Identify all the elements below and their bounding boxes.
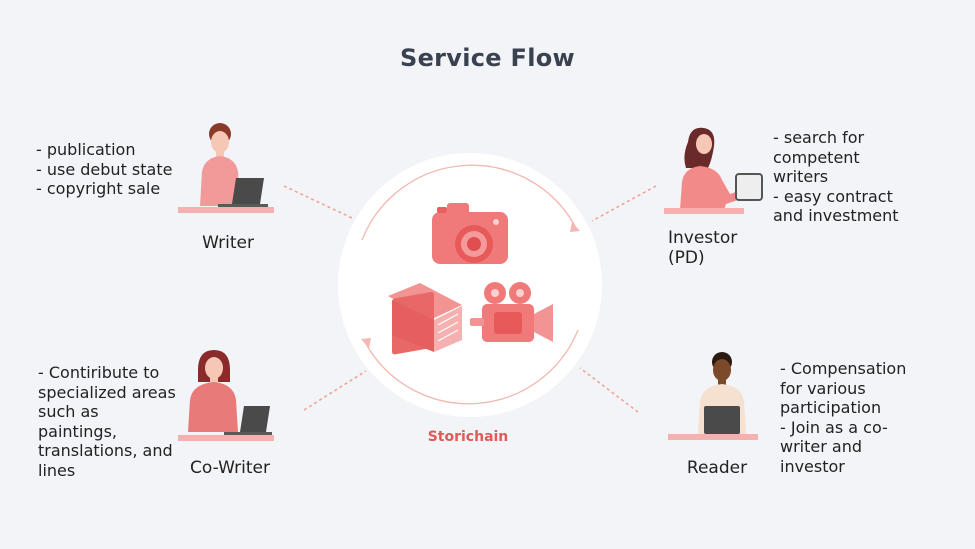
writer-note-1: - publication	[36, 140, 136, 159]
investor-label: Investor (PD)	[668, 228, 738, 268]
connector-reader	[579, 367, 639, 413]
camera-icon	[432, 203, 508, 264]
investor-note-1: - search for competent writers	[773, 128, 865, 186]
orbit-arc-bottom	[365, 329, 579, 405]
reader-notes: - Compensation for various participation…	[780, 359, 906, 476]
video-camera-icon	[470, 282, 553, 342]
reader-note-2: - Join as a co- writer and investor	[780, 417, 888, 476]
cowriter-notes: - Contiribute to specialized areas such …	[38, 363, 176, 480]
page-title: Service Flow	[399, 44, 575, 72]
connector-cowriter	[303, 370, 367, 411]
writer-note-3: - copyright sale	[36, 179, 161, 198]
hub-caption: Storichain	[427, 429, 509, 445]
arrowhead-right	[570, 222, 580, 232]
writer-label: Writer	[202, 233, 254, 253]
investor-illustration	[664, 127, 763, 214]
writer-illustration	[178, 123, 274, 213]
reader-note-1: - Compensation for various participation	[780, 359, 907, 417]
reader-label: Reader	[686, 458, 748, 478]
writer-notes: - publication - use debut state - copyri…	[36, 140, 172, 199]
arrowhead-left	[361, 338, 371, 348]
book-icon	[388, 283, 462, 355]
cowriter-label: Co-Writer	[190, 458, 270, 478]
investor-notes: - search for competent writers - easy co…	[773, 128, 899, 226]
connector-writer	[283, 185, 353, 219]
cowriter-illustration	[178, 350, 274, 441]
orbit-arc-top	[361, 164, 576, 241]
writer-note-2: - use debut state	[36, 159, 173, 179]
hub-circle	[338, 153, 602, 417]
reader-illustration	[668, 352, 758, 440]
cowriter-note-1: - Contiribute to specialized areas such …	[38, 363, 176, 480]
investor-note-2: - easy contract and investment	[773, 186, 899, 226]
connector-investor	[591, 185, 657, 222]
